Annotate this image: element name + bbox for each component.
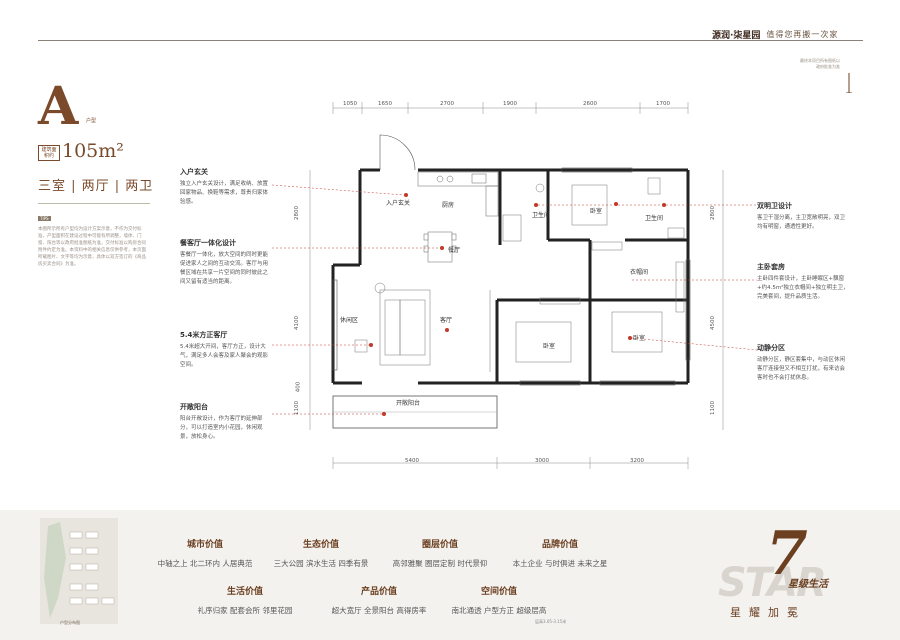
- room-living: 客厅: [440, 317, 453, 324]
- value-circle: 圈层价值 高邻雅聚 圈层定制 时代景仰: [375, 537, 505, 569]
- value-title: 生态价值: [302, 540, 339, 550]
- room-balcony: 开敞阳台: [396, 400, 421, 407]
- living-furniture: [354, 282, 491, 372]
- value-desc: 本土企业 与时俱进 未来之星: [512, 559, 608, 568]
- area-value: 105m²: [62, 140, 124, 162]
- star-watermark: STAR: [718, 560, 827, 606]
- area-tag: 建筑面积约: [38, 145, 60, 161]
- brand-logo: 源润·柒星园: [712, 31, 761, 41]
- dim-bottom: 5400: [405, 458, 419, 464]
- value-desc: 超大宽厅 全景阳台 高得房率: [331, 606, 427, 615]
- star-level: 星级生活: [788, 579, 828, 590]
- leader-lines: [271, 184, 758, 415]
- value-title: 空间价值: [480, 587, 517, 597]
- value-space: 空间价值 南北通透 户型方正 超级层高: [434, 584, 564, 616]
- value-desc: 南北通透 户型方正 超级层高: [451, 606, 547, 615]
- feature-desc: 动静分区，静区套集中，与动区休闲客厅连接但又不相互打扰，有来访会客时也不会打扰休…: [757, 357, 846, 381]
- dim-left: 400: [295, 381, 302, 393]
- feature-dining: 餐客厅一体化设计 客餐厅一体化，放大空间的同时更能促进家人之间的互动交流。客厅与…: [180, 238, 272, 287]
- dim-left: 2800: [294, 206, 300, 220]
- feature-master: 主卧套房 主卧四件套设计，主卧睡眠区+飘窗+约4.5m²独立衣帽间+独立明主卫，…: [757, 262, 849, 302]
- dim-top: 2600: [583, 101, 597, 107]
- dim-top: 1050: [343, 101, 357, 107]
- feature-desc: 独立入户玄关设计，满足收纳、放置回家物品、换鞋等需求，尊贵归家体验感。: [180, 181, 269, 205]
- room-summary: 三室 | 两厅 | 两卫: [38, 179, 154, 194]
- dim-right: 2800: [710, 206, 716, 220]
- feature-desc: 客餐厅一体化，放大空间的同时更能促进家人之间的互动交流。客厅与用餐区域在共享一片…: [180, 252, 269, 285]
- disclaimer-note: 最终本项目所有图纸以政府批准为准: [800, 58, 840, 69]
- kitchen-fixtures: [417, 171, 499, 217]
- value-city: 城市价值 中轴之上 北二环内 人居典范: [140, 537, 270, 569]
- value-brand: 品牌价值 本土企业 与时俱进 未来之星: [495, 537, 625, 569]
- feature-title: 开敞阳台: [180, 403, 208, 411]
- room-entry: 入户玄关: [386, 200, 411, 207]
- room-bath2: 卫生间: [645, 215, 664, 222]
- divider: [38, 203, 150, 204]
- header-rule: [38, 40, 863, 41]
- value-life: 生活价值 礼序归家 配套会所 邻里花园: [180, 584, 310, 616]
- feature-balcony: 开敞阳台 阳台开敞设计，作为客厅的延伸部分，可以打造室内小花园，休闲观景，放松身…: [180, 402, 272, 442]
- feature-desc: 阳台开敞设计，作为客厅的延伸部分，可以打造室内小花园，休闲观景，放松身心。: [180, 416, 263, 440]
- minimap-caption: 户型分布图: [60, 620, 80, 625]
- feature-zoning: 动静分区 动静分区，静区套集中，与动区休闲客厅连接但又不相互打扰，有来访会客时也…: [757, 343, 849, 383]
- value-title: 生活价值: [226, 587, 263, 597]
- feature-entry: 入户玄关 独立入户玄关设计，满足收纳、放置回家物品、换鞋等需求，尊贵归家体验感。: [180, 167, 272, 207]
- feature-desc: 主卧四件套设计，主卧睡眠区+飘窗+约4.5m²独立衣帽间+独立明主卫，完美套间，…: [757, 276, 849, 300]
- value-eco: 生态价值 三大公园 滨水生活 四季有景: [256, 537, 386, 569]
- feature-desc: 客卫干湿分离，主卫宽敞明亮，双卫均有明窗，通透性更好。: [757, 215, 846, 230]
- dim-top: 1700: [656, 101, 670, 107]
- value-desc: 礼序归家 配套会所 邻里花园: [197, 606, 293, 615]
- tick-mark-icon: [846, 73, 852, 93]
- feature-living: 5.4米方正客厅 5.4米超大开间，客厅方正，设计大气，满足多人会客及家人聚会的…: [180, 330, 272, 370]
- value-desc: 三大公园 滨水生活 四季有景: [273, 559, 369, 568]
- room-dining: 餐厅: [448, 247, 461, 254]
- feature-markers: [369, 193, 666, 416]
- dim-bottom: 3000: [535, 458, 549, 464]
- brand: 源润·柒星园 值得您再搬一次家: [712, 28, 838, 41]
- value-product: 产品价值 超大宽厅 全景阳台 高得房率: [314, 584, 444, 616]
- value-title: 品牌价值: [541, 540, 578, 550]
- room-bedroom1: 卧室: [590, 208, 603, 215]
- room-closet: 衣帽间: [630, 269, 649, 276]
- site-map-icon: [44, 522, 115, 618]
- feature-desc: 5.4米超大开间，客厅方正，设计大气，满足多人会客及家人聚会的观影空间。: [180, 344, 269, 368]
- site-minimap: [40, 518, 118, 624]
- room-lounge: 休闲区: [340, 317, 359, 324]
- room-kitchen: 厨房: [442, 202, 455, 209]
- value-desc: 中轴之上 北二环内 人居典范: [157, 559, 253, 568]
- feature-title: 动静分区: [757, 344, 785, 352]
- values-panel: [0, 510, 900, 640]
- room-bedroom2: 卧室: [543, 343, 556, 350]
- dim-top: 1900: [503, 101, 517, 107]
- value-title: 城市价值: [186, 540, 223, 550]
- entry-door: [379, 134, 416, 171]
- value-footnote: 层高3.05-3.15米: [535, 619, 567, 624]
- feature-title: 双明卫设计: [757, 202, 792, 210]
- dim-top: 1650: [378, 101, 392, 107]
- room-bedroom3: 卧室: [633, 335, 646, 342]
- dim-left: 1100: [294, 401, 300, 415]
- value-desc: 高邻雅聚 圈层定制 时代景仰: [392, 559, 488, 568]
- star-number: 7: [766, 519, 808, 589]
- value-title: 圈层价值: [421, 540, 458, 550]
- unit-description: 本图所示所有户型均为设计方案示意，不作为交付标准，产型面积在建设过程中可能有所调…: [38, 227, 146, 267]
- dim-top: 2700: [440, 101, 454, 107]
- unit-letter: A: [38, 76, 79, 137]
- feature-title: 5.4米方正客厅: [180, 331, 228, 339]
- value-title: 产品价值: [360, 587, 397, 597]
- room-bath1: 卫生间: [532, 212, 551, 219]
- dim-bottom: 3200: [630, 458, 644, 464]
- tips-badge: TIPS: [38, 216, 51, 221]
- star-motto: 星耀加冕: [730, 606, 806, 619]
- feature-title: 主卧套房: [757, 263, 785, 271]
- dim-right: 1100: [710, 401, 716, 415]
- dim-right: 4500: [710, 316, 716, 330]
- top-dimension-lines: [309, 102, 724, 469]
- dim-left: 4100: [294, 316, 300, 330]
- feature-title: 入户玄关: [180, 168, 208, 176]
- unit-suffix: 户型: [86, 118, 97, 124]
- feature-bath: 双明卫设计 客卫干湿分离，主卫宽敞明亮，双卫均有明窗，通透性更好。: [757, 201, 849, 232]
- brand-slogan: 值得您再搬一次家: [766, 30, 839, 39]
- feature-title: 餐客厅一体化设计: [180, 239, 236, 247]
